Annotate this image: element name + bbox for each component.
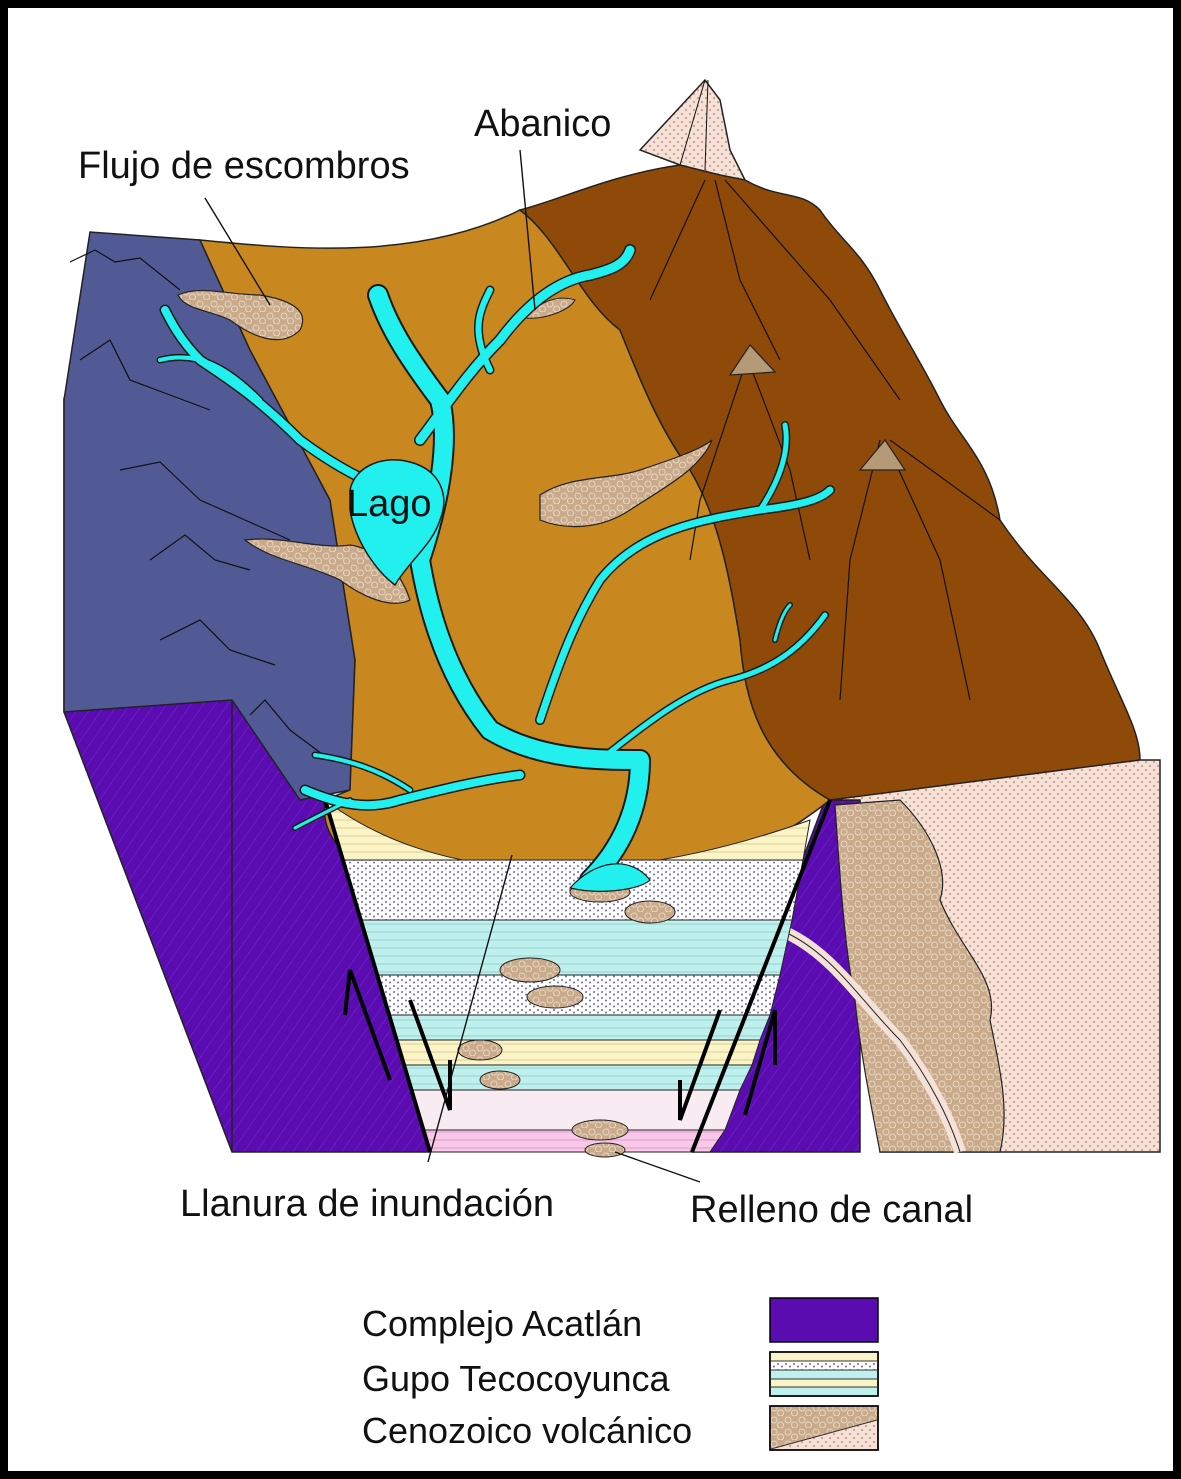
channel-fill-lens <box>480 1071 520 1089</box>
label-relleno-de-canal: Relleno de canal <box>690 1189 973 1231</box>
legend-swatch-gupo-tecocoyunca <box>770 1352 878 1396</box>
label-llanura-de-inundacion: Llanura de inundación <box>180 1183 554 1225</box>
channel-fill-lens <box>625 901 675 923</box>
channel-fill-lens <box>585 1143 625 1157</box>
legend-label-cenozoico-volcanico: Cenozoico volcánico <box>362 1410 692 1451</box>
channel-fill-lens <box>500 958 560 982</box>
label-lago: Lago <box>347 483 432 525</box>
legend-label-gupo-tecocoyunca: Gupo Tecocoyunca <box>362 1358 671 1399</box>
channel-fill-lens <box>572 1120 628 1140</box>
label-flujo-de-escombros: Flujo de escombros <box>78 145 410 187</box>
legend-label-complejo-acatlan: Complejo Acatlán <box>362 1303 642 1344</box>
legend-swatch-complejo-acatlan <box>770 1298 878 1342</box>
label-abanico: Abanico <box>474 103 611 145</box>
channel-fill-lens <box>527 986 583 1008</box>
channel-fill-lens <box>458 1040 502 1060</box>
legend: Complejo Acatlán Gupo Tecocoyunca Cenozo… <box>362 1298 878 1451</box>
legend-swatch-cenozoico-volcanico <box>770 1406 878 1450</box>
